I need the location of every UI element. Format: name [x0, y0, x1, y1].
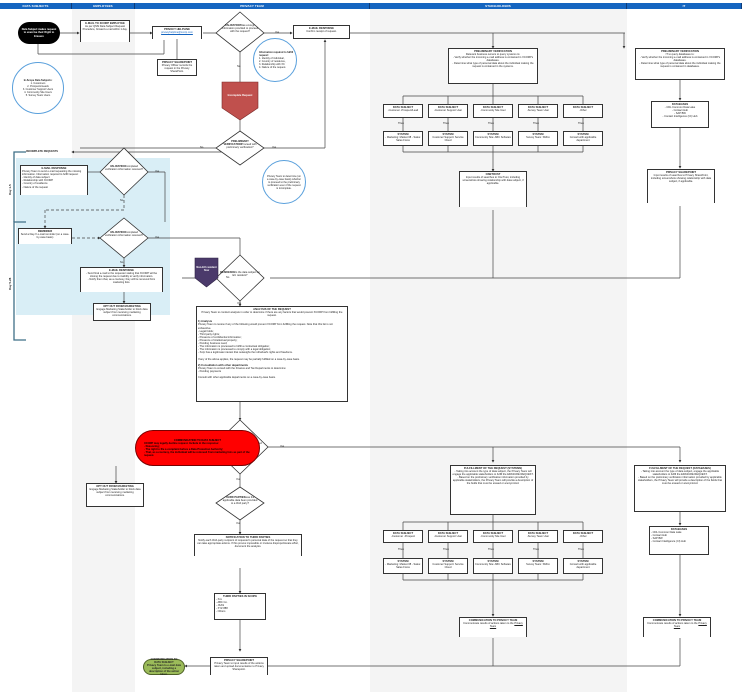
- yes-label: Yes: [237, 302, 242, 305]
- notification-third-parties[interactable]: NOTIFICATION TO THIRD PARTIES Notify eac…: [194, 534, 302, 556]
- yes-label: Yes: [272, 146, 277, 149]
- email-response-final[interactable]: E-MAIL RESPONSE - Send final e-mail to t…: [80, 267, 163, 292]
- data-subject-box[interactable]: DATA SUBJECT-Customer -Prospect: [383, 530, 423, 543]
- yes-label: Yes: [236, 478, 241, 481]
- then-label: Then: [398, 122, 404, 125]
- email-to-employee[interactable]: E-MAIL TO XCORP EMPLOYEE As per QMS Data…: [80, 20, 130, 42]
- privacy-sharepoint-it[interactable]: PRIVACY SHAREPOINT Input results of sear…: [647, 169, 715, 203]
- privacy-sharepoint-final[interactable]: PRIVACY SHAREPOINT Privacy Team to input…: [210, 657, 268, 675]
- communication-decline[interactable]: COMMUNICATION TO DATA SUBJECT XCORP may …: [135, 430, 260, 466]
- yes-label: Yes: [275, 31, 280, 34]
- no-label: No: [226, 276, 230, 279]
- lane-bg-employees: [72, 9, 135, 692]
- preliminary-verification-stakeholders[interactable]: PRELIMINARY VERIFICATION Relevant busine…: [448, 48, 538, 84]
- case-by-case-note: Privacy Team to determine (on a case-by-…: [262, 160, 306, 204]
- non-eu-label: Non-EU resident flow: [196, 266, 217, 272]
- yes-label: Yes: [155, 170, 160, 173]
- analysis-of-request[interactable]: ANALYSIS OF THE REQUEST Privacy Team to …: [196, 306, 348, 402]
- data-subject-box[interactable]: DATA SUBJECT-Survey Team User: [518, 104, 558, 118]
- no-label: No: [120, 199, 124, 202]
- then-label: Then: [488, 122, 494, 125]
- validation-3-label[interactable]: VALIDATIONCompleted verification informa…: [105, 231, 143, 237]
- preliminary-decision-label[interactable]: PRELIMINARY VERIFICATIONProceed with pre…: [223, 140, 257, 149]
- reminder[interactable]: REMINDER Send a Day-X e-mail reminder (o…: [18, 228, 72, 244]
- yes-label: Yes: [280, 445, 285, 448]
- email-response-missing-info[interactable]: E-MAIL RESPONSE Privacy Team to send e-m…: [20, 165, 88, 195]
- lane-header-stakeholders: STAKEHOLDERS: [370, 3, 627, 9]
- then-label: Then: [398, 548, 404, 551]
- data-subject-box[interactable]: DATA SUBJECT-Customer Support User: [428, 530, 468, 543]
- data-subject-box[interactable]: DATA SUBJECT-Community Site User: [473, 104, 513, 118]
- then-label: Then: [443, 122, 449, 125]
- third-parties-in-scope[interactable]: THIRD PARTIES IN SCOPE - Xxx - ABC Co. -…: [214, 593, 266, 620]
- info-required-note: Information required to fulfill request:…: [253, 38, 297, 82]
- email-response-confirm[interactable]: E-MAIL RESPONSE Confirm receipt of reque…: [293, 25, 350, 39]
- in-scope-data-subjects: In-Scope Data Subjects: 1. Customers 2. …: [12, 62, 64, 114]
- data-subject-box[interactable]: DATA SUBJECT-Survey Team User: [518, 530, 558, 543]
- day-5-28-label: Day 5-28: [8, 277, 12, 290]
- privacy-helpline[interactable]: PRIVACY HELPLINE privacyhelpline@xcorp.c…: [152, 26, 202, 39]
- lane-header-it: IT: [627, 3, 742, 9]
- incomplete-request-pentagon: [221, 81, 259, 121]
- then-label: Then: [578, 122, 584, 125]
- lane-header-data-subjects: DATA SUBJECTS: [0, 3, 72, 9]
- day-1-5-label: Day 1-5: [8, 184, 12, 195]
- start-request[interactable]: Data Subject makes request to exercise t…: [18, 22, 60, 44]
- communication-privacy-team-2[interactable]: COMMUNICATION TO PRIVACY TEAM Communicat…: [643, 617, 711, 637]
- lane-header-privacy-team: PRIVACY TEAM: [135, 3, 370, 9]
- incomplete-requests-label: INCOMPLETE REQUESTS: [26, 150, 58, 153]
- residence-label[interactable]: RESIDENCEIs the data subject an EU resid…: [220, 271, 260, 277]
- databases-1[interactable]: DATABASES - CDL Common Data Lake - Conta…: [651, 101, 709, 128]
- no-label: No: [120, 261, 124, 264]
- then-label: Then: [443, 548, 449, 551]
- databases-2[interactable]: DATABASES - CDL Common Data Lake - Conta…: [649, 526, 709, 555]
- opt-out-marketing-1[interactable]: OPT OUT FROM MARKETING Engage Marketing …: [93, 303, 151, 321]
- validation-1-label[interactable]: VALIDATIONWas enough information provide…: [221, 24, 259, 33]
- data-subject-box[interactable]: DATA SUBJECT-Other: [563, 530, 603, 543]
- preliminary-verification-it[interactable]: PRELIMINARY VERIFICATION IT to query dat…: [635, 48, 725, 80]
- then-label: Then: [533, 548, 539, 551]
- then-label: Then: [533, 122, 539, 125]
- communication-action-taken[interactable]: COMMUNICATION TO DATA SUBJECT Privacy Te…: [143, 658, 185, 676]
- lane-header-employees: EMPLOYEES: [72, 3, 135, 9]
- then-label: Then: [578, 548, 584, 551]
- third-parties-label[interactable]: THIRD PARTIESHas the applicable data bee…: [222, 496, 258, 505]
- then-label: Then: [488, 548, 494, 551]
- data-subject-box[interactable]: DATA SUBJECT-Other: [563, 104, 603, 118]
- communication-privacy-team-1[interactable]: COMMUNICATION TO PRIVACY TEAM Communicat…: [459, 617, 527, 637]
- fulfillment-databases[interactable]: FULFILLMENT OF THE REQUEST (DATABASES) -…: [634, 465, 726, 512]
- fulfillment-systems[interactable]: FULFILLMENT OF THE REQUEST (SYSTEMS) - T…: [450, 465, 536, 515]
- no-label: No: [200, 146, 204, 149]
- no-label: No: [237, 65, 241, 68]
- onetrust[interactable]: ONETRUST Input results of searches to On…: [459, 171, 527, 207]
- opt-out-marketing-2[interactable]: OPT OUT FROM MARKETING Engage Marketing …: [86, 483, 144, 507]
- system-box[interactable]: SYSTEM- Marketing: Market 08 - Sales: Sa…: [383, 131, 423, 146]
- data-subject-box[interactable]: DATA SUBJECT-Community Site User: [473, 530, 513, 543]
- yes-label: Yes: [155, 236, 160, 239]
- incomplete-request-label: Incomplete Request: [227, 94, 253, 97]
- data-subject-box[interactable]: DATA SUBJECT-Customer -Prospect/Lead: [383, 104, 423, 118]
- validation-2-label[interactable]: VALIDATIONCompleted verification informa…: [105, 165, 143, 171]
- privacy-sharepoint-record[interactable]: PRIVACY SHAREPOINT Privacy Officer recor…: [157, 59, 197, 76]
- system-box[interactable]: SYSTEM- Marketing: Market 08 - Sales: Sa…: [383, 558, 423, 574]
- data-subject-box[interactable]: DATA SUBJECT-Customer Support User: [428, 104, 468, 118]
- non-eu-pentagon: [194, 257, 219, 288]
- lane-bg-stakeholders: [370, 9, 627, 692]
- residence-diamond: [215, 254, 265, 302]
- yes-label: Yes: [236, 522, 241, 525]
